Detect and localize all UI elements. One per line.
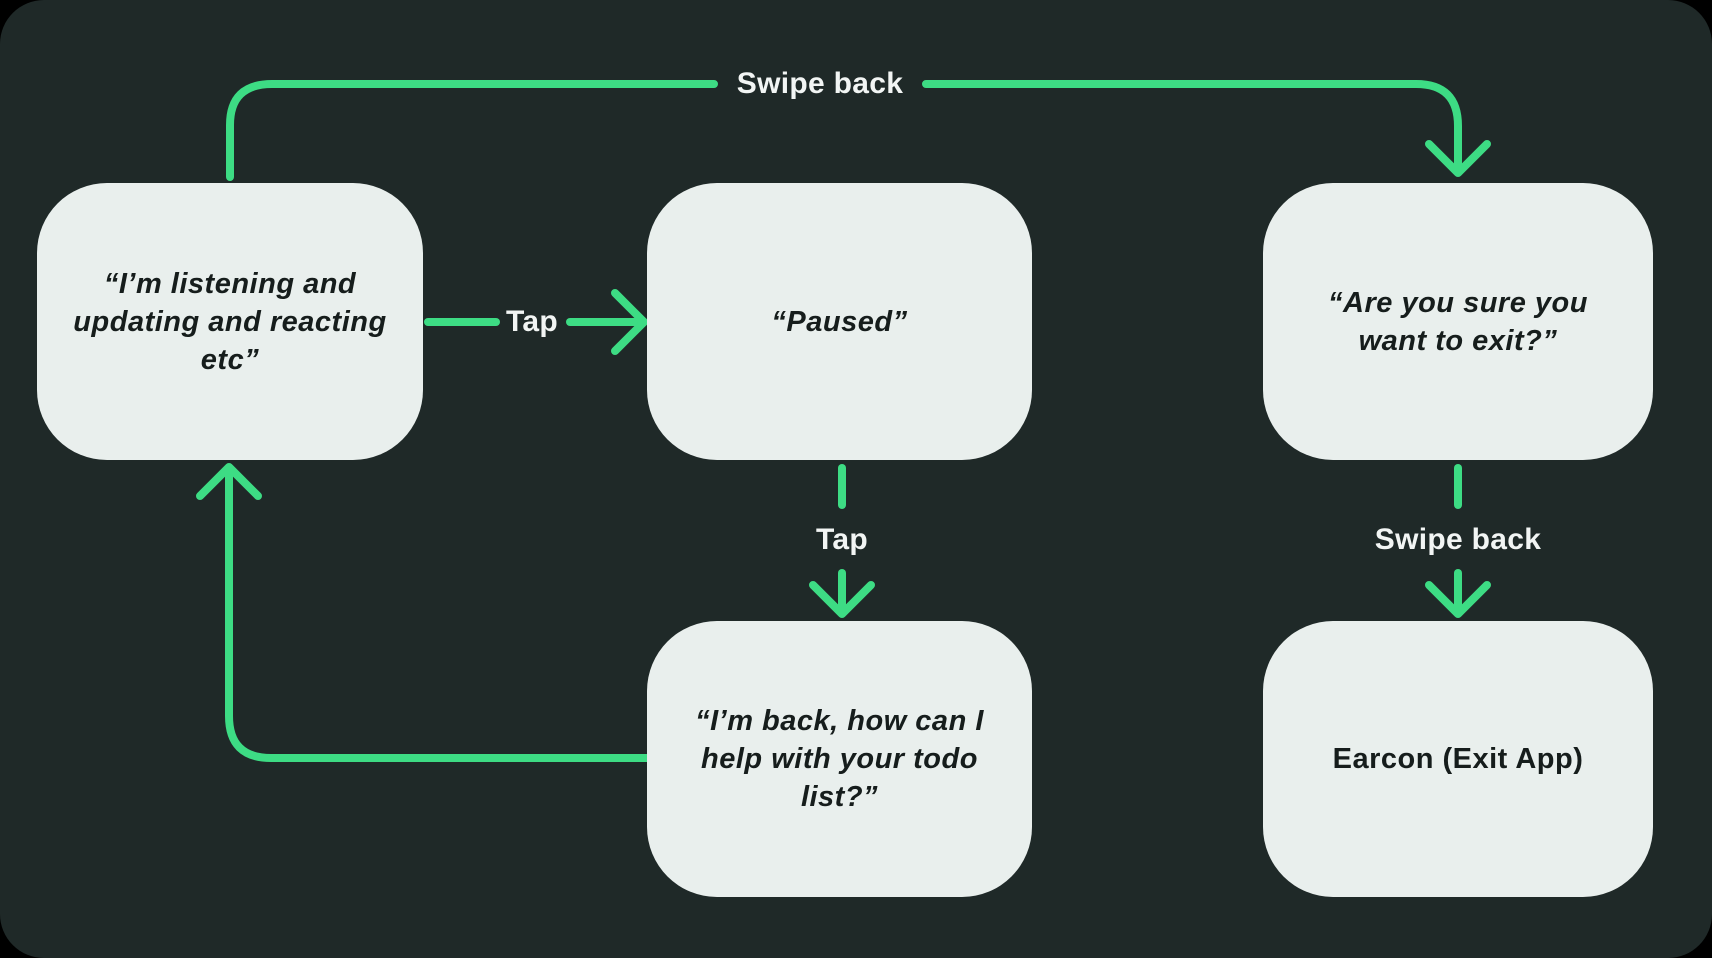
edge-label-tap-right: Tap <box>505 305 559 338</box>
node-paused-label: “Paused” <box>771 305 908 338</box>
node-back-help-state: “I’m back, how can I help with your todo… <box>647 621 1032 897</box>
node-earcon-label: Earcon (Exit App) <box>1332 743 1584 775</box>
node-paused-state: “Paused” <box>647 183 1032 460</box>
node-back-help-label: “I’m back, how can I help with your todo… <box>695 705 984 813</box>
edge-label-swipe-back-down: Swipe back <box>1374 523 1542 556</box>
edge-label-swipe-back-top: Swipe back <box>736 67 904 100</box>
node-exit-confirm-label: “Are you sure you want to exit?” <box>1328 286 1588 357</box>
node-earcon-exit-state: Earcon (Exit App) <box>1263 621 1653 897</box>
node-exit-confirm-state: “Are you sure you want to exit?” <box>1263 183 1653 460</box>
edge-label-tap-down: Tap <box>815 523 869 556</box>
node-listening-state: “I’m listening and updating and reacting… <box>37 183 423 460</box>
node-listening-label: “I’m listening and updating and reacting… <box>73 267 387 376</box>
